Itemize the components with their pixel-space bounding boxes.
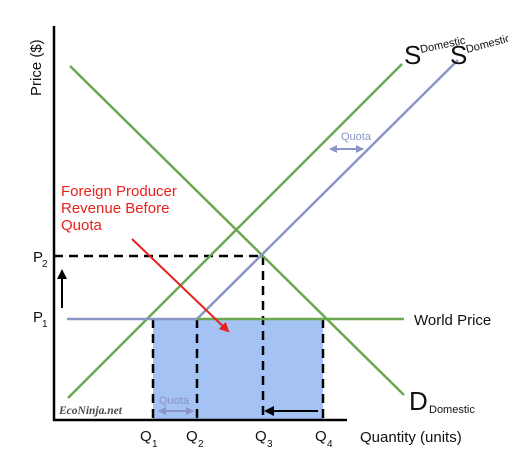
quantity-tick-q4: Q 4 <box>315 428 333 450</box>
guide-lines <box>54 254 325 420</box>
price-tick-p2: P 2 <box>33 249 48 270</box>
quota-shift-bottom: Quota <box>158 395 194 415</box>
revenue-area <box>153 319 323 420</box>
svg-text:S: S <box>450 40 467 70</box>
quantity-tick-q1: Q 1 <box>140 428 158 450</box>
supply-domestic-curve <box>67 63 403 399</box>
revenue-annotation: Foreign Producer Revenue Before Quota <box>61 183 177 234</box>
svg-text:2: 2 <box>198 439 204 450</box>
svg-text:4: 4 <box>327 439 333 450</box>
svg-text:Foreign Producer: Foreign Producer <box>61 183 177 200</box>
svg-text:2: 2 <box>42 259 48 270</box>
price-tick-p1: P 1 <box>33 309 48 330</box>
svg-text:Q: Q <box>186 428 198 445</box>
demand-domestic-label: D Domestic <box>409 386 475 416</box>
svg-text:1: 1 <box>152 439 158 450</box>
supply-quota-label: S Domestic+Quota <box>450 23 508 70</box>
svg-text:D: D <box>409 386 428 416</box>
svg-text:Quota: Quota <box>159 395 190 407</box>
svg-text:Domestic: Domestic <box>429 404 475 416</box>
x-axis-label: Quantity (units) <box>360 429 462 446</box>
quantity-tick-q3: Q 3 <box>255 428 273 450</box>
quantity-tick-q2: Q 2 <box>186 428 204 450</box>
svg-text:Domestic+Quota: Domestic+Quota <box>465 23 508 56</box>
svg-text:Q: Q <box>255 428 267 445</box>
svg-text:Quota: Quota <box>341 131 372 143</box>
svg-text:P: P <box>33 309 43 326</box>
y-axis-label: Price ($) <box>28 39 45 96</box>
svg-text:P: P <box>33 249 43 266</box>
svg-text:1: 1 <box>42 319 48 330</box>
svg-text:Revenue Before: Revenue Before <box>61 200 169 217</box>
svg-text:3: 3 <box>267 439 273 450</box>
svg-text:Q: Q <box>140 428 152 445</box>
brand-watermark: EcoNinja.net <box>58 405 123 417</box>
world-price-label: World Price <box>414 312 491 329</box>
revenue-arrow <box>131 238 230 333</box>
quota-shift-top: Quota <box>329 131 372 153</box>
svg-text:S: S <box>404 40 421 70</box>
svg-text:Q: Q <box>315 428 327 445</box>
svg-text:Quota: Quota <box>61 217 103 234</box>
